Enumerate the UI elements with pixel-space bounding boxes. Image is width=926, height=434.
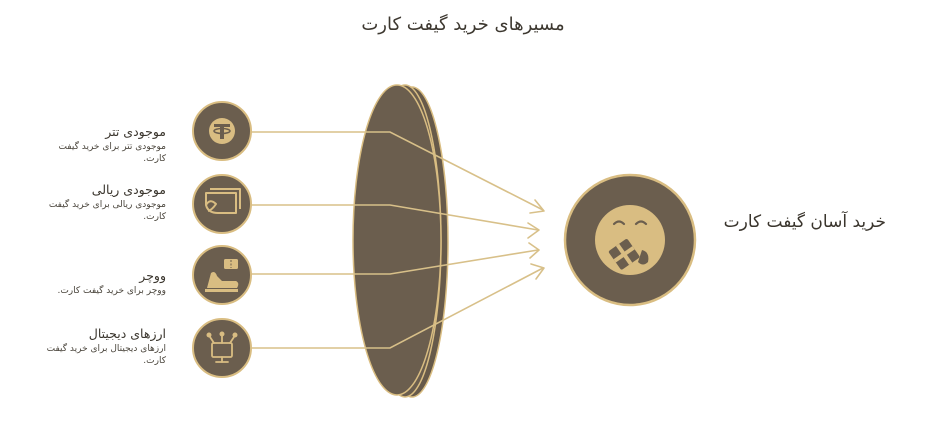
connector-lines — [251, 131, 544, 349]
source-label-crypto: ارزهای دیجیتال ارزهای دیجیتال برای خرید … — [38, 326, 166, 367]
wallet-icon — [205, 188, 241, 214]
source-voucher — [192, 245, 252, 305]
voucher-ticket-icon — [205, 259, 239, 292]
arrow-heads — [527, 199, 545, 280]
connector-voucher — [251, 249, 539, 275]
happy-gift-face-icon — [595, 205, 665, 275]
connector-tether — [251, 131, 544, 211]
source-title: ووچر — [139, 268, 166, 283]
source-description: موجودی ریالی برای خرید گیفت کارت. — [48, 200, 166, 222]
source-rial — [192, 174, 252, 234]
diagram-title: مسیرهای خرید گیفت کارت — [361, 14, 565, 35]
source-title: ارزهای دیجیتال — [88, 326, 166, 341]
source-label-voucher: ووچر ووچر برای خرید گیفت کارت. — [38, 268, 166, 297]
source-title: موجودی تتر — [105, 124, 166, 139]
arrowhead-4 — [530, 263, 545, 280]
connector-crypto — [251, 267, 544, 349]
result-label: خرید آسان گیفت کارت — [723, 212, 886, 232]
result-node — [563, 173, 697, 307]
connector-rial — [251, 204, 539, 231]
source-crypto — [192, 318, 252, 378]
source-label-tether: موجودی تتر موجودی تتر برای خرید گیفت کار… — [38, 124, 166, 165]
source-tether — [192, 101, 252, 161]
arrowhead-2 — [527, 222, 540, 239]
tether-coin-icon — [209, 118, 235, 144]
source-description: ارزهای دیجیتال برای خرید گیفت کارت. — [46, 344, 166, 366]
arrowhead-3 — [528, 242, 540, 259]
arrowhead-1 — [529, 199, 545, 214]
source-description: موجودی تتر برای خرید گیفت کارت. — [58, 142, 166, 164]
source-title: موجودی ریالی — [91, 182, 166, 197]
lens-filter — [352, 84, 449, 398]
source-description: ووچر برای خرید گیفت کارت. — [57, 286, 166, 296]
crypto-monitor-icon — [206, 331, 238, 363]
source-label-rial: موجودی ریالی موجودی ریالی برای خرید گیفت… — [38, 182, 166, 223]
